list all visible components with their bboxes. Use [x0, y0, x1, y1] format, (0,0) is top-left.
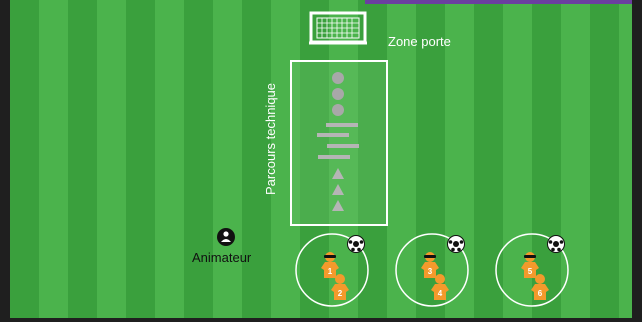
ball-icon [447, 235, 465, 253]
group-circle [295, 233, 369, 307]
coach-icon [217, 228, 235, 246]
player-icon: 3 [421, 252, 439, 278]
hurdle-icon [326, 123, 358, 127]
player-number: 3 [428, 267, 433, 276]
course-label: Parcours technique [263, 82, 278, 195]
group-circle [395, 233, 469, 307]
player-icon: 1 [321, 252, 339, 278]
group-circle [495, 233, 569, 307]
cone-icon [332, 88, 344, 100]
player-icon: 6 [531, 274, 549, 300]
player-number: 5 [528, 267, 533, 276]
cone-icon [332, 104, 344, 116]
player-icon: 5 [521, 252, 539, 278]
player-number: 6 [538, 289, 543, 298]
player-group: 34 [395, 233, 469, 307]
marker-icon [332, 168, 344, 179]
ball-icon [547, 235, 565, 253]
course-zone [290, 60, 388, 226]
player-icon: 4 [431, 274, 449, 300]
goal-icon [309, 11, 367, 45]
cone-icon [332, 72, 344, 84]
coach-label: Animateur [192, 250, 252, 265]
hurdle-icon [318, 155, 350, 159]
goal-zone-label: Zone porte [388, 34, 451, 49]
hurdle-icon [317, 133, 349, 137]
hurdle-icon [327, 144, 359, 148]
player-number: 2 [338, 289, 343, 298]
marker-icon [332, 200, 344, 211]
player-number: 4 [438, 289, 443, 298]
ball-icon [347, 235, 365, 253]
marker-icon [332, 184, 344, 195]
player-number: 1 [328, 267, 333, 276]
player-group: 56 [495, 233, 569, 307]
top-accent-bar [365, 0, 632, 4]
player-icon: 2 [331, 274, 349, 300]
player-group: 12 [295, 233, 369, 307]
